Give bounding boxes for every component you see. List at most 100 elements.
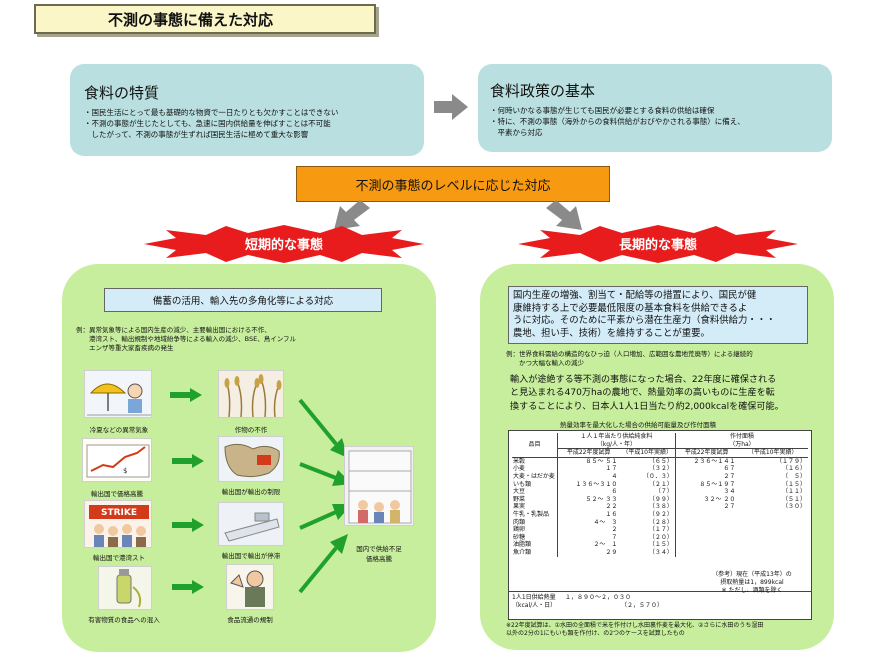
supply-1998-cell: （２０） [619, 533, 676, 542]
long-term-response-line: 農地、担い手、技術）を維持することが重要。 [513, 327, 710, 339]
reference-line: ※ ただし、酒類を除く [721, 587, 783, 594]
long-term-response-line: 国内生産の増強、割当て・配給等の措置により、国民が健 [513, 290, 757, 301]
item-cell: 油脂類 [512, 541, 558, 549]
supply-table-grid: 品目 １人１年当たり供給純食料（kg/人・年） 作付面積（万ha） 平成22年度… [512, 433, 808, 557]
supply-1998-cell: （９２） [619, 510, 676, 519]
sub-header: （平成10年実績） [619, 448, 676, 458]
food-characteristics-line: したがって、不測の事態が生ずれば国民生活に極めて重大な影響 [84, 130, 309, 139]
sub-header: 平成22年度試算 [557, 448, 620, 458]
item-cell: 果実 [512, 503, 558, 511]
item-cell: いも類 [512, 480, 558, 489]
area-1998-cell: （１１） [781, 488, 806, 496]
item-cell: 牛乳・乳製品 [512, 510, 558, 519]
area-1998-cell [737, 541, 808, 549]
area-2022-cell: ６７ [723, 465, 736, 473]
supply-1998-cell: （６５） [619, 457, 676, 466]
green-arrow-icon [172, 580, 204, 594]
price-surge-illustration: $ [82, 438, 152, 482]
supply-2022-cell: ２ [611, 526, 618, 534]
page-title: 不測の事態に備えた対応 [34, 4, 376, 34]
cause-caption: 冷夏などの異常気象 [89, 426, 149, 434]
distribution-regulation-illustration [226, 564, 274, 610]
total-label-line: 1人1日供給熱量 [512, 594, 556, 601]
abnormal-weather-illustration [84, 370, 152, 418]
item-cell: 野菜 [512, 495, 558, 504]
item-cell: 米穀 [512, 457, 558, 466]
supply-table: 品目 １人１年当たり供給純食料（kg/人・年） 作付面積（万ha） 平成22年度… [508, 430, 812, 620]
item-cell: 鶏卵 [512, 526, 558, 534]
col-area: 作付面積 [729, 433, 754, 440]
down-right-arrow-icon [546, 200, 582, 230]
area-2022-cell [675, 511, 737, 519]
total-label: 1人1日供給熱量 （kcal/人・日） [512, 594, 556, 610]
area-1998-cell [737, 534, 808, 542]
reference-line: （参考）現在（平成13年）の [712, 571, 792, 578]
short-term-label: 短期的な事態 [245, 237, 323, 253]
result-caption: 国内で供給不足 価格高騰 [340, 544, 418, 564]
area-2022-cell [675, 541, 737, 549]
table-footnote: ※22年度試算は、①水田の全面積で米を作付けし水田裏作麦を最大化、②さらに水田の… [506, 622, 826, 638]
area-2022-cell: ２３６～１４１ [693, 457, 736, 465]
converging-arrows [298, 398, 352, 594]
col-area-unit: （万ha） [729, 440, 755, 448]
food-characteristics-line: ・不測の事態が生じたとしても、急速に国内供給量を伸ばすことは不可能 [84, 119, 331, 128]
supply-1998-cell: （３４） [619, 548, 676, 557]
supply-2022-cell: ５２～ ３３ [585, 495, 618, 503]
food-policy-line: 平素から対応 [490, 128, 543, 137]
example-line: エンザ等重大家畜疾病の発生 [76, 344, 174, 352]
long-term-label: 長期的な事態 [619, 237, 697, 253]
area-1998-cell [737, 511, 808, 519]
supply-2022-cell: １３６～３１０ [575, 480, 618, 488]
area-2022-cell: ８５～１９７ [699, 480, 736, 488]
long-term-response-line: 康維持する上で必要最低限度の基本食料を供給できるよ [513, 302, 748, 314]
supply-2022-cell: ４～ ３ [593, 518, 618, 526]
col-item: 品目 [512, 433, 558, 458]
area-2022-cell [675, 549, 737, 557]
food-policy-line: ・何時いかなる事態が生じても国民が必要とする食料の供給は確保 [490, 106, 715, 115]
table-row: 米穀 ８５～ ５１（６５） ２３６～１４１ （１７９） [512, 457, 808, 466]
area-2022-cell: ３２～ ２０ [703, 495, 736, 503]
svg-text:$: $ [123, 467, 127, 475]
supply-1998-cell: （３８） [619, 503, 676, 511]
area-1998-cell: （３０） [781, 503, 806, 511]
area-2022-cell [675, 526, 737, 534]
example-line: 例：世界食料需給の構造的なひっ迫（人口増加、広範囲な農地荒廃等）による継続的 [506, 350, 753, 358]
strike-sign: STRIKE [101, 508, 137, 518]
supply-1998-cell: （０．３） [619, 472, 676, 481]
supply-2022-cell: ８５～ ５１ [585, 457, 618, 465]
result-line: 価格高騰 [366, 555, 392, 563]
table-title: 熱量効率を最大化した場合の供給可能量及び作付面積 [560, 421, 716, 429]
area-1998-cell [737, 519, 808, 527]
supply-1998-cell: （３２） [619, 465, 676, 473]
supply-2022-cell: ４ [611, 472, 618, 480]
level-response-box: 不測の事態のレベルに応じた対応 [296, 166, 610, 202]
cause-caption: 有害物質の食品への混入 [88, 616, 160, 624]
short-term-examples: 例：異常気象等による国内生産の減少、主要輸出国における不作、 港湾スト、輸出規制… [76, 326, 416, 353]
port-strike-illustration: STRIKE [84, 500, 152, 548]
area-2022-cell: ２７ [723, 472, 736, 480]
long-term-examples: 例：世界食料需給の構造的なひっ迫（人口増加、広範囲な農地荒廃等）による継続的 か… [506, 350, 816, 368]
harmful-substance-illustration [98, 566, 152, 610]
food-policy-box: 食料政策の基本 ・何時いかなる事態が生じても国民が必要とする食料の供給は確保 ・… [478, 64, 832, 152]
green-arrow-icon [172, 454, 204, 468]
example-line: 例：異常気象等による国内生産の減少、主要輸出国における不作、 [76, 326, 271, 334]
long-term-response: 国内生産の増強、割当て・配給等の措置により、国民が健 康維持する上で必要最低限度… [508, 286, 808, 344]
supply-2022-cell: ２～ １ [593, 541, 618, 549]
green-arrow-icon [170, 388, 202, 402]
green-arrow-icon [172, 518, 204, 532]
supply-2022-cell: ２９ [605, 548, 618, 556]
area-1998-cell: （１７９） [775, 457, 806, 465]
supply-2022-cell: ２２ [605, 503, 618, 511]
crop-failure-illustration [218, 370, 284, 418]
export-restriction-illustration [218, 436, 284, 482]
effect-caption: 作物の不作 [234, 426, 268, 434]
empty-shelves-illustration [344, 446, 414, 526]
